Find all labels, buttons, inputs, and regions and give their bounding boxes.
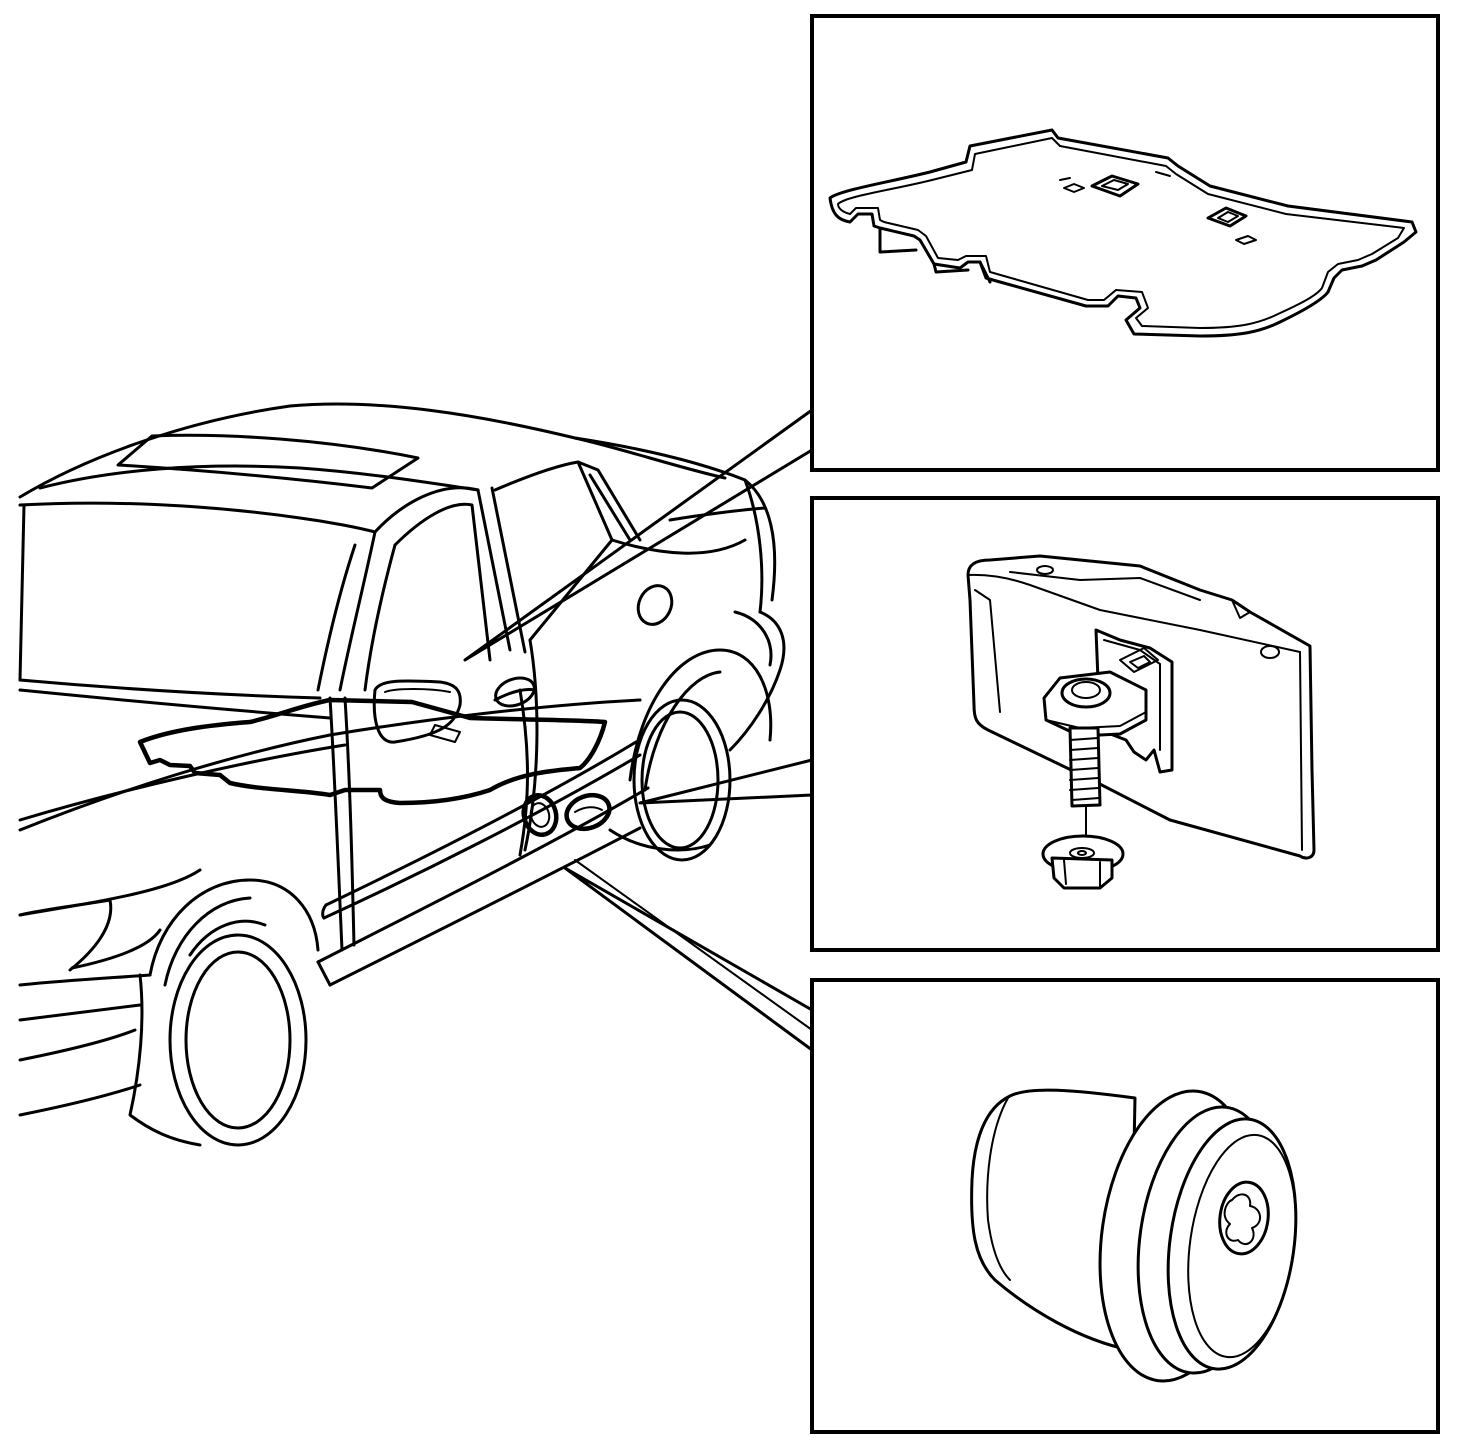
leader-lines (463, 408, 814, 1052)
detail-panel-mounting-bracket (810, 496, 1440, 952)
drain-plug-drawing (970, 1088, 1298, 1383)
detail-panel-floor-mat (810, 14, 1440, 472)
floor-mat-drawing (828, 128, 1418, 338)
bracket-assembly-drawing (966, 554, 1316, 890)
detail-panel-drain-plug (810, 978, 1440, 1434)
car-illustration (18, 402, 786, 1147)
